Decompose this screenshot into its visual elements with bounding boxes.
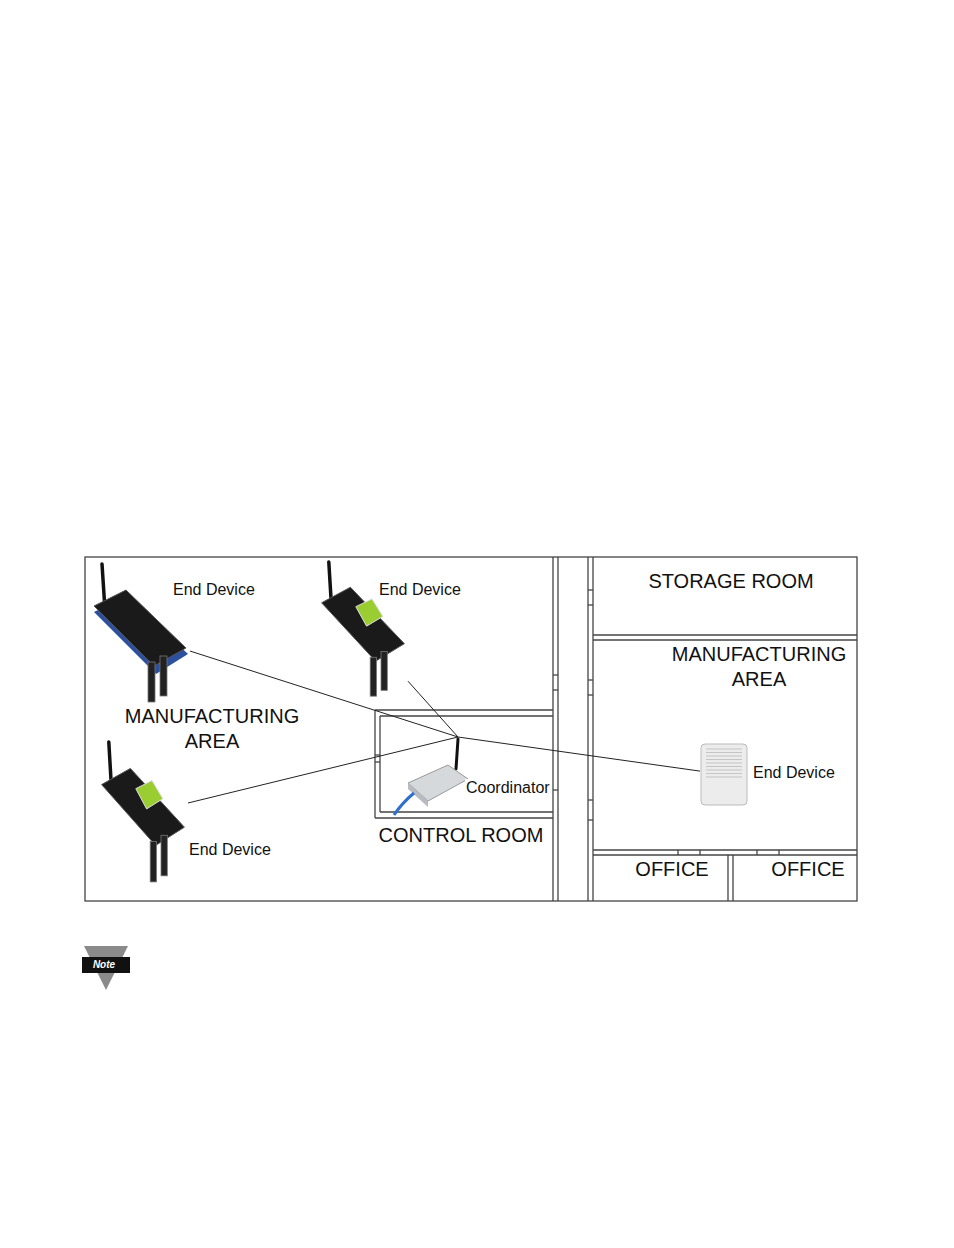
door-mark (588, 819, 593, 820)
wall (732, 855, 733, 901)
wall (380, 715, 553, 716)
wall (375, 817, 553, 818)
wall (593, 634, 857, 635)
device-node: End Device (318, 560, 408, 702)
vent-grille (706, 759, 742, 760)
device-node: End Device (700, 743, 748, 806)
probe-connector (370, 657, 376, 696)
wall (727, 855, 728, 901)
device-picture (98, 740, 188, 888)
wall (380, 811, 553, 812)
door-mark (375, 754, 380, 755)
radio-link (408, 681, 458, 737)
room-label: CONTROL ROOM (361, 823, 561, 848)
door-mark (588, 589, 593, 590)
probe-connector (150, 841, 156, 882)
wall (374, 710, 375, 818)
vent-grille (706, 777, 742, 778)
door-mark (778, 850, 779, 855)
wall (552, 557, 553, 901)
vent-grille (706, 770, 742, 771)
wall (593, 639, 857, 640)
note-band (82, 957, 130, 973)
door-mark (588, 604, 593, 605)
probe-connector (381, 651, 387, 690)
vent-grille (706, 763, 742, 764)
device-node: End Device (90, 562, 190, 708)
device-node: End Device (98, 740, 188, 888)
lcd-screen (356, 599, 383, 626)
lcd-screen (136, 781, 163, 809)
vent-grille (706, 752, 742, 753)
note-label: Note (84, 960, 124, 970)
room-label: MANUFACTURING AREA (659, 642, 859, 692)
door-mark (699, 850, 700, 855)
device-label: End Device (172, 581, 256, 599)
device-body (102, 768, 185, 845)
door-mark (588, 694, 593, 695)
device-picture (700, 743, 748, 806)
room-label: OFFICE (748, 857, 868, 882)
door-mark (375, 761, 380, 762)
probe-connector (161, 835, 167, 876)
door-mark (553, 689, 558, 690)
probe-connector (148, 662, 155, 702)
wall (593, 854, 857, 855)
vent-grille (706, 773, 742, 774)
vent-grille (706, 749, 742, 750)
device-picture (390, 737, 470, 818)
room-label: OFFICE (612, 857, 732, 882)
wall (379, 716, 380, 812)
device-node: Coordinator (390, 737, 470, 818)
wall (593, 849, 857, 850)
device-label: End Device (188, 841, 272, 859)
room-label: MANUFACTURING AREA (112, 704, 312, 754)
network-cable (394, 793, 414, 815)
door-mark (756, 850, 757, 855)
door-mark (588, 799, 593, 800)
device-label: End Device (378, 581, 462, 599)
probe-connector (160, 656, 167, 696)
antenna (456, 739, 458, 769)
wall (375, 709, 553, 710)
door-mark (553, 674, 558, 675)
door-mark (588, 679, 593, 680)
radio-link (458, 737, 700, 771)
device-label: End Device (752, 764, 836, 782)
room-label: STORAGE ROOM (611, 569, 851, 594)
device-label: Coordinator (465, 779, 551, 797)
vent-grille (706, 766, 742, 767)
door-mark (677, 850, 678, 855)
vent-grille (706, 756, 742, 757)
device-body (94, 590, 186, 666)
device-body (701, 744, 747, 805)
door-mark (553, 789, 558, 790)
wall (587, 557, 588, 901)
building-outline (85, 557, 857, 901)
wall (557, 557, 558, 901)
